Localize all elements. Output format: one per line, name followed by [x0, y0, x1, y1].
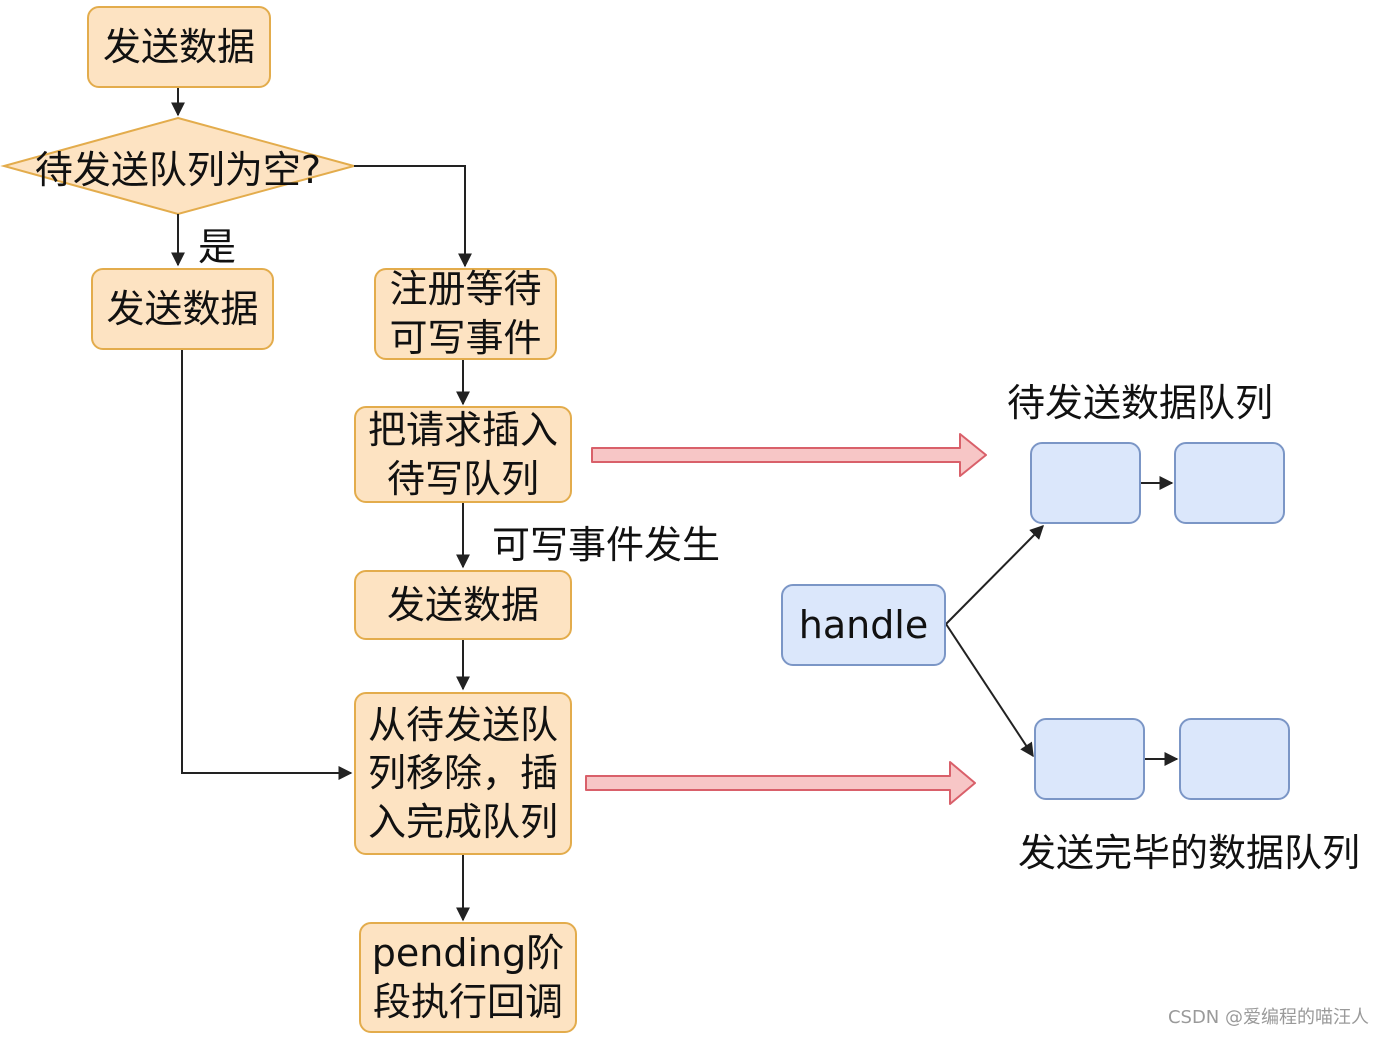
big-arrow-to-done-queue — [585, 761, 976, 805]
pending-queue-item-2 — [1174, 442, 1285, 524]
done-queue-item-2 — [1179, 718, 1290, 800]
arrow-decision-no — [354, 165, 472, 268]
label-yes: 是 — [198, 225, 237, 269]
big-arrow-to-pending-queue — [591, 433, 987, 477]
node-insert-queue: 把请求插入 待写队列 — [354, 406, 572, 503]
node-send-after-event: 发送数据 — [354, 570, 572, 640]
node-register-writable: 注册等待 可写事件 — [374, 267, 557, 360]
node-send-direct: 发送数据 — [91, 268, 274, 350]
node-move-to-done: 从待发送队 列移除，插 入完成队列 — [354, 692, 572, 855]
pending-queue-item-1 — [1030, 442, 1141, 524]
arrow-direct-to-move — [181, 350, 353, 780]
node-start-send: 发送数据 — [87, 6, 271, 88]
arrow-handle-to-done-queue — [945, 623, 1034, 758]
node-pending-callback: pending阶 段执行回调 — [359, 922, 577, 1033]
node-decision-label: 待发送队列为空? — [34, 147, 322, 192]
watermark: CSDN @爱编程的喵汪人 — [1167, 1007, 1369, 1028]
label-writable-event: 可写事件发生 — [492, 523, 721, 567]
pending-queue-title: 待发送数据队列 — [1007, 381, 1274, 425]
done-queue-item-1 — [1034, 718, 1145, 800]
done-queue-title: 发送完毕的数据队列 — [1018, 831, 1361, 875]
arrow-handle-to-pending-queue — [945, 525, 1044, 625]
handle-node: handle — [781, 584, 946, 666]
